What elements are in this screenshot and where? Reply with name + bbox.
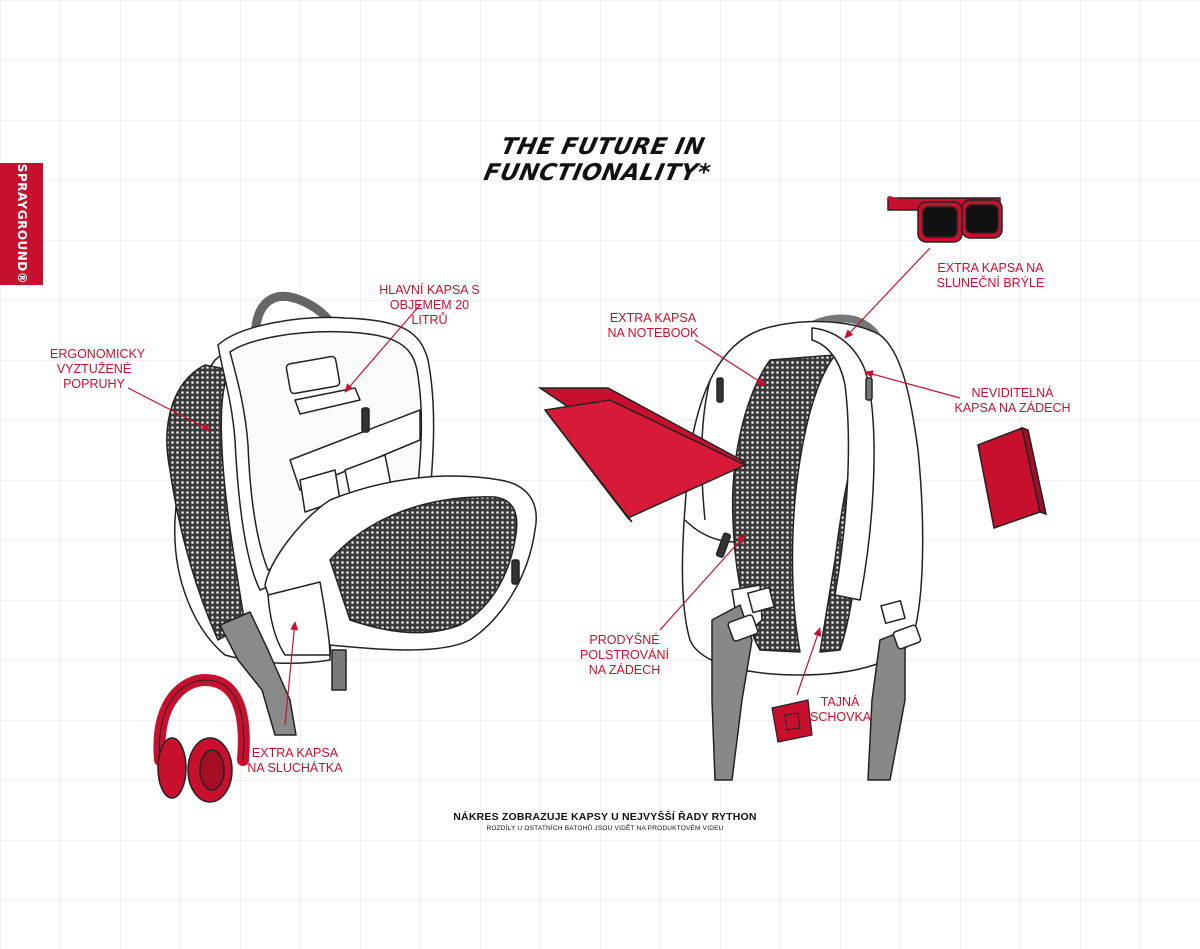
- label-straps: ERGONOMICKY VYZTUŽENÉ POPRUHY: [50, 347, 138, 392]
- backpack-left: [167, 296, 536, 735]
- label-headphones-pocket: EXTRA KAPSA NA SLUCHÁTKA: [245, 746, 345, 776]
- caption-line-2: ROZDÍLY U OSTATNÍCH BATOHŮ JSOU VIDĚT NA…: [380, 825, 830, 832]
- caption-line-1: NÁKRES ZOBRAZUJE KAPSY U NEJVYŠŠÍ ŘADY R…: [380, 811, 830, 823]
- sunglasses-icon: [888, 198, 1002, 242]
- arrow-sunglasses-pocket: [845, 248, 930, 338]
- headphones-icon: [158, 680, 244, 802]
- caption: NÁKRES ZOBRAZUJE KAPSY U NEJVYŠŠÍ ŘADY R…: [380, 811, 830, 832]
- label-hidden-back-pocket: NEVIDITELNÁ KAPSA NA ZÁDECH: [950, 386, 1075, 416]
- label-notebook-pocket: EXTRA KAPSA NA NOTEBOOK: [603, 311, 703, 341]
- label-secret-stash: TAJNÁ SCHOVKA: [810, 695, 870, 725]
- pouch-icon: [772, 700, 812, 742]
- label-back-padding: PRODYŠNÉ POLSTROVÁNÍ NA ZÁDECH: [577, 633, 672, 678]
- notebook-icon: [978, 428, 1046, 528]
- label-main-pocket: HLAVNÍ KAPSA S OBJEMEM 20 LITRŮ: [372, 283, 487, 328]
- label-sunglasses-pocket: EXTRA KAPSA NA SLUNEČNÍ BRÝLE: [933, 261, 1048, 291]
